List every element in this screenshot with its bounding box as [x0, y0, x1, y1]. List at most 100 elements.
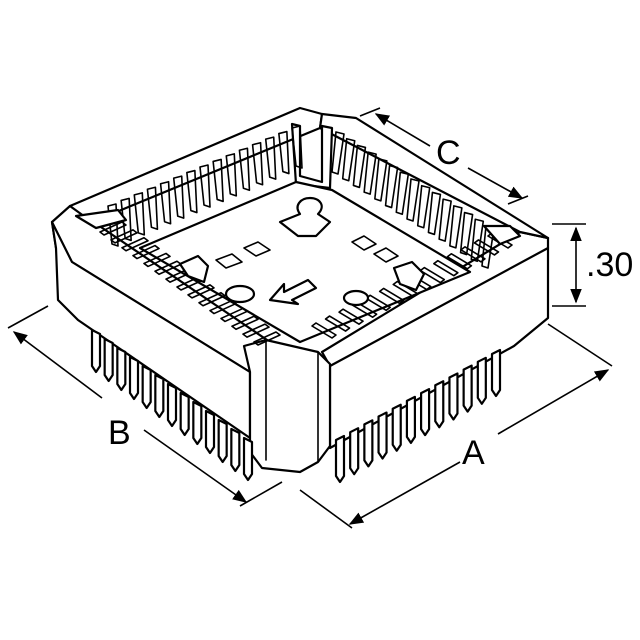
pin	[103, 337, 114, 383]
corner-tab-right	[482, 224, 522, 246]
pin	[179, 391, 190, 437]
contact-fin	[438, 198, 452, 242]
pin	[405, 395, 417, 445]
dim-a-label: A	[462, 434, 485, 472]
pin	[116, 346, 127, 392]
dim-b-label: B	[108, 414, 131, 452]
dimension-b: B	[7, 305, 283, 507]
socket-floor	[138, 180, 472, 344]
pin	[377, 411, 388, 460]
corner-tab-left	[74, 208, 128, 230]
contact-fin	[459, 211, 474, 256]
center-key-feature	[278, 196, 332, 238]
pins-right	[334, 348, 502, 484]
back-right-wall	[318, 112, 550, 240]
square-window-1	[215, 253, 243, 269]
contact-fin	[363, 151, 377, 195]
contact-slot	[231, 315, 259, 331]
contact-fin	[395, 171, 410, 216]
contact-fin	[133, 192, 146, 236]
contact-slot	[338, 308, 364, 325]
right-hole	[342, 289, 370, 307]
pin	[128, 355, 140, 401]
contact-fin	[199, 164, 211, 208]
square-window-3	[351, 235, 377, 251]
pin	[141, 364, 152, 410]
contact-slot	[209, 299, 237, 315]
contact-slot	[365, 294, 391, 312]
contact-fin	[374, 158, 388, 202]
pin	[334, 434, 346, 484]
socket-body	[50, 106, 550, 474]
pin	[448, 372, 459, 421]
contact-fin	[352, 144, 367, 189]
pin	[462, 364, 473, 413]
back-corner-block	[290, 122, 334, 190]
square-window-2	[243, 241, 271, 257]
contact-fin	[291, 125, 303, 169]
contact-slot	[242, 323, 270, 338]
pin	[230, 427, 241, 473]
contact-slot	[198, 291, 226, 307]
contact-fin	[470, 218, 485, 263]
contact-slot	[110, 229, 138, 244]
contact-slot	[132, 244, 160, 260]
contact-fin	[172, 175, 185, 219]
corner-latch-left	[178, 254, 210, 284]
contact-slot	[253, 331, 281, 346]
pin	[391, 403, 402, 452]
pin	[419, 387, 431, 437]
pin	[204, 409, 216, 455]
dimension-c: C	[359, 107, 529, 205]
contact-slot	[121, 236, 149, 252]
contact-fin	[384, 164, 399, 209]
slots-front-left	[99, 221, 281, 346]
pin	[166, 382, 178, 428]
pin	[349, 427, 360, 476]
pin	[363, 419, 374, 468]
square-window-4	[373, 247, 399, 263]
contact-fin	[146, 186, 159, 231]
contact-slot	[473, 239, 500, 256]
pin	[90, 328, 102, 374]
contact-fin	[238, 147, 251, 192]
contact-fin	[406, 178, 420, 222]
contact-slot	[220, 307, 248, 323]
contact-fin	[186, 169, 198, 214]
pin	[154, 373, 165, 419]
left-hole	[224, 284, 256, 304]
contact-fin	[427, 191, 442, 236]
contact-slot	[143, 252, 171, 268]
front-corner-post	[242, 338, 332, 474]
pins-left	[90, 328, 254, 482]
dimension-a: A	[299, 323, 613, 529]
dimension-height: .30	[552, 223, 633, 307]
contact-fin	[264, 136, 277, 180]
pin	[434, 380, 445, 429]
pin	[242, 436, 254, 482]
contact-fin	[341, 137, 356, 182]
corner-latch-right	[392, 260, 426, 292]
pin	[490, 348, 502, 398]
contact-slot	[433, 259, 459, 277]
contact-fin	[212, 158, 224, 203]
contact-slot	[446, 252, 473, 270]
contact-fin	[225, 153, 238, 197]
contact-fin	[278, 130, 290, 175]
contact-fin	[159, 180, 172, 225]
contact-slot	[460, 246, 486, 263]
contact-fin	[416, 184, 431, 229]
floor-features	[74, 196, 522, 307]
contacts-back-right	[331, 131, 495, 269]
pin	[476, 356, 487, 405]
contact-fin	[331, 131, 345, 175]
contact-slot	[378, 287, 405, 305]
dim-c-label: C	[436, 134, 461, 172]
contact-slot	[324, 315, 351, 332]
contact-fin	[251, 141, 264, 186]
orientation-arrow-icon	[268, 278, 318, 306]
contact-fin	[449, 205, 463, 249]
contact-slot	[392, 280, 419, 298]
contact-slot	[419, 266, 446, 284]
